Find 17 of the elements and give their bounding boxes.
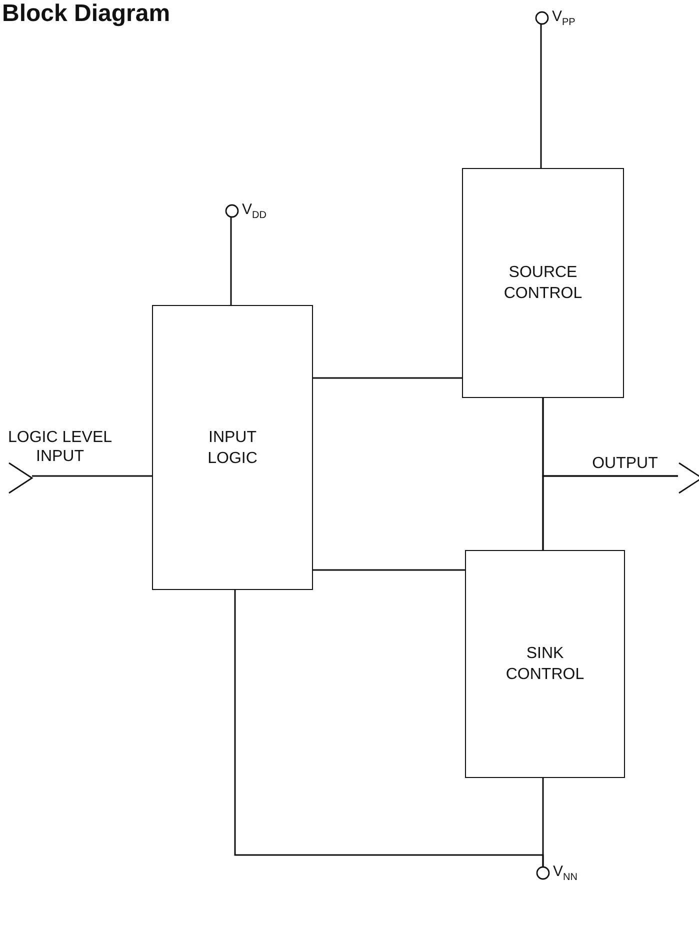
process-block <box>465 550 625 778</box>
connection-wire <box>542 778 544 867</box>
process-block <box>462 168 624 398</box>
connection-wire <box>32 475 152 477</box>
block-label: SOURCE CONTROL <box>502 263 584 304</box>
supply-label: V$_{PP}$ <box>552 8 576 28</box>
connection-wire <box>540 24 542 168</box>
connection-wire <box>230 217 232 305</box>
supply-label: V$_{DD}$ <box>242 201 266 221</box>
connection-wire <box>313 377 462 379</box>
supply-label: V$_{NN}$ <box>553 863 578 883</box>
connection-wire <box>313 569 465 571</box>
block-label: INPUT LOGIC <box>206 428 258 468</box>
diagram-title: Block Diagram <box>2 0 170 28</box>
block-label: SINK CONTROL <box>504 644 586 685</box>
process-block <box>152 305 313 590</box>
connection-wire <box>542 475 678 550</box>
